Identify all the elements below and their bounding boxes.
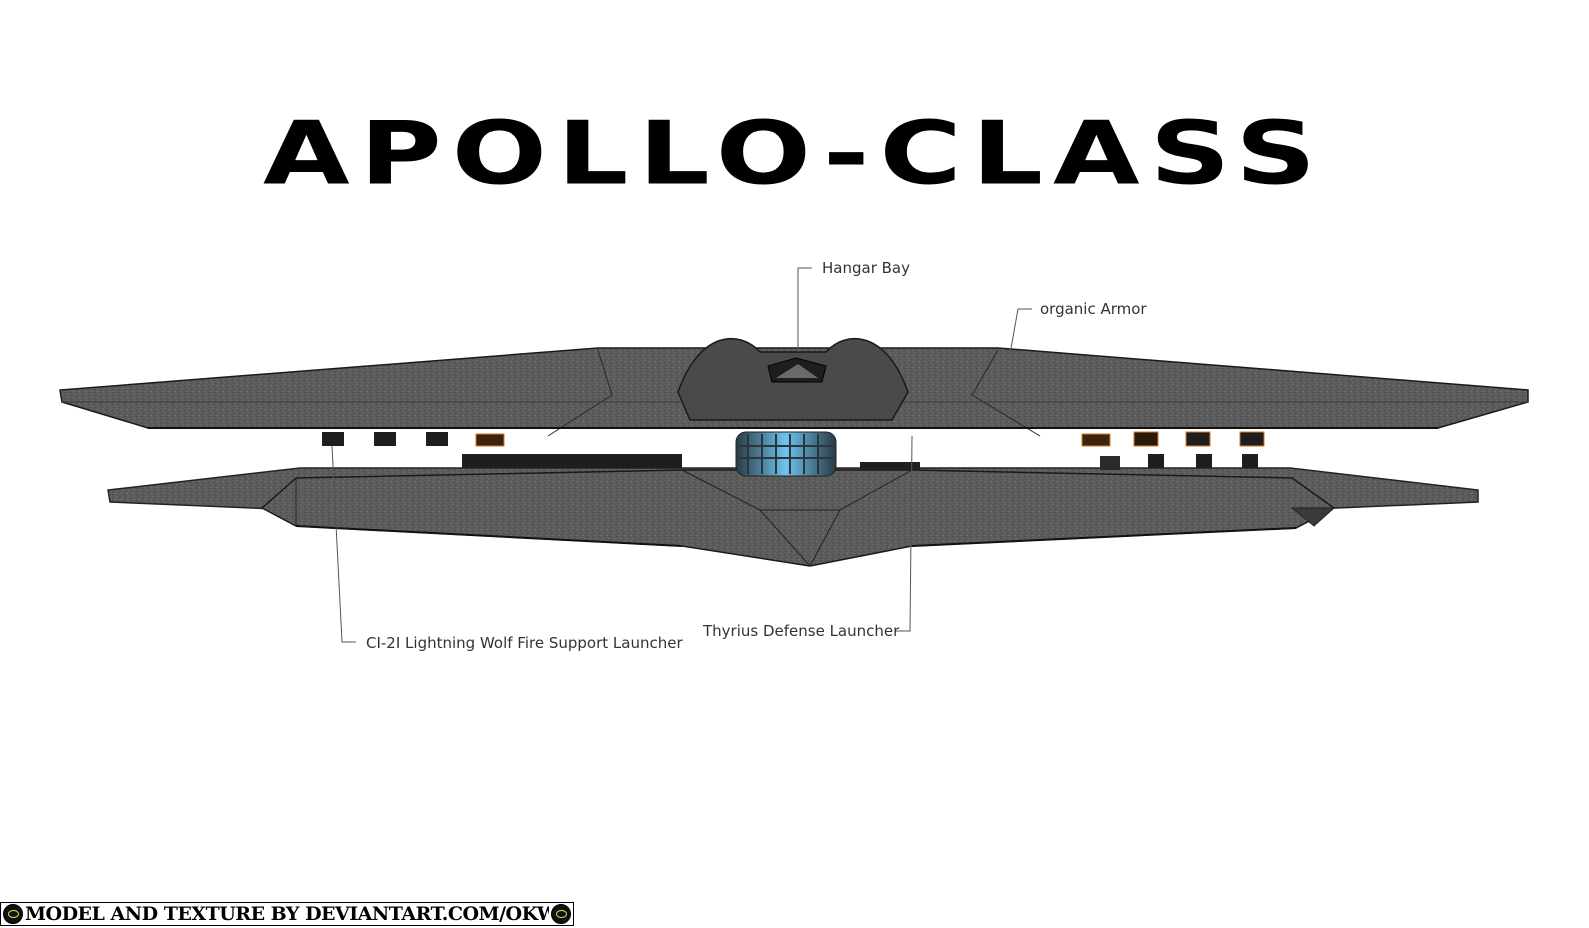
callout-hangar-bay: Hangar Bay xyxy=(822,259,910,277)
lower-hull xyxy=(107,467,1479,567)
credit-text: MODEL AND TEXTURE BY DEVIANTART.COM/OKWA xyxy=(25,903,549,925)
okwa-emblem-icon xyxy=(551,904,571,924)
credit-banner: MODEL AND TEXTURE BY DEVIANTART.COM/OKWA xyxy=(0,902,574,926)
callout-lines xyxy=(331,267,1032,643)
okwa-emblem-icon xyxy=(3,904,23,924)
page-title: APOLLO-CLASS xyxy=(262,103,1327,205)
mid-deck-weapons xyxy=(462,454,1258,470)
upper-launchers xyxy=(322,431,1265,447)
hangar-dome xyxy=(677,338,909,421)
callout-thyrius: Thyrius Defense Launcher xyxy=(703,622,900,640)
callout-organic-armor: organic Armor xyxy=(1040,300,1147,318)
callout-lightning-wolf: CI-2I Lightning Wolf Fire Support Launch… xyxy=(366,634,683,652)
center-core xyxy=(735,431,837,477)
